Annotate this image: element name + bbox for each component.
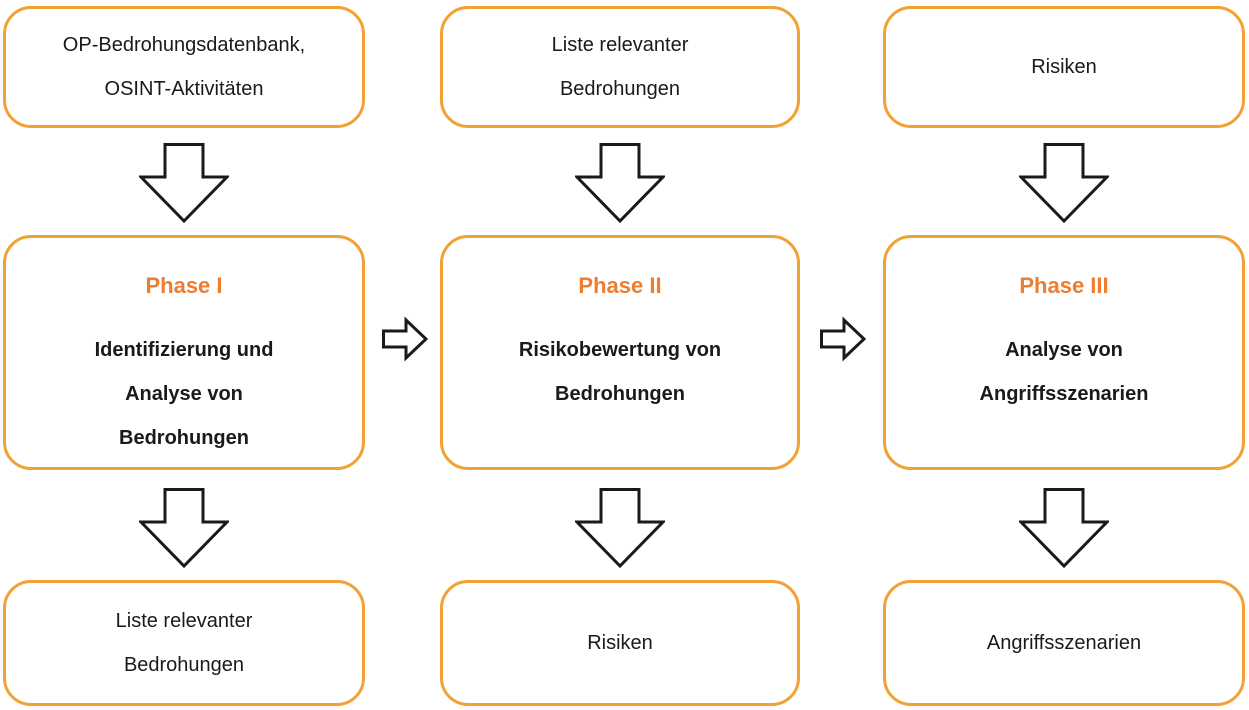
- down-arrow-icon: [575, 143, 665, 223]
- phase2-title: Phase II: [578, 273, 662, 298]
- down-arrow-icon: [139, 143, 229, 223]
- input-box-phase3-label: Risiken: [1031, 56, 1097, 78]
- input-box-phase1: OP-Bedrohungsdatenbank, OSINT-Aktivitäte…: [3, 6, 365, 128]
- down-arrow-icon: [1019, 143, 1109, 223]
- right-arrow-icon: [820, 316, 866, 362]
- input-box-phase1-label: OP-Bedrohungsdatenbank, OSINT-Aktivitäte…: [62, 34, 306, 100]
- phase1-title: Phase I: [145, 273, 223, 298]
- input-box-phase2-label: Liste relevanter Bedrohungen: [551, 34, 689, 100]
- output-box-phase1: Liste relevanter Bedrohungen: [3, 580, 365, 706]
- phase3-box: Phase III Analyse von Angriffsszenarien: [883, 235, 1245, 470]
- phase1-description: Identifizierung und Analyse von Bedrohun…: [94, 339, 274, 449]
- right-arrow-icon: [382, 316, 428, 362]
- output-box-phase3: Angriffsszenarien: [883, 580, 1245, 706]
- phase2-description: Risikobewertung von Bedrohungen: [518, 339, 722, 405]
- down-arrow-icon: [575, 488, 665, 568]
- output-box-phase3-label: Angriffsszenarien: [986, 632, 1142, 654]
- phase3-title: Phase III: [1019, 273, 1109, 298]
- phase3-description: Analyse von Angriffsszenarien: [979, 339, 1149, 405]
- phase2-box: Phase II Risikobewertung von Bedrohungen: [440, 235, 800, 470]
- input-box-phase2: Liste relevanter Bedrohungen: [440, 6, 800, 128]
- output-box-phase1-label: Liste relevanter Bedrohungen: [115, 610, 253, 676]
- phase1-box: Phase I Identifizierung und Analyse von …: [3, 235, 365, 470]
- down-arrow-icon: [139, 488, 229, 568]
- down-arrow-icon: [1019, 488, 1109, 568]
- output-box-phase2-label: Risiken: [587, 632, 653, 654]
- output-box-phase2: Risiken: [440, 580, 800, 706]
- input-box-phase3: Risiken: [883, 6, 1245, 128]
